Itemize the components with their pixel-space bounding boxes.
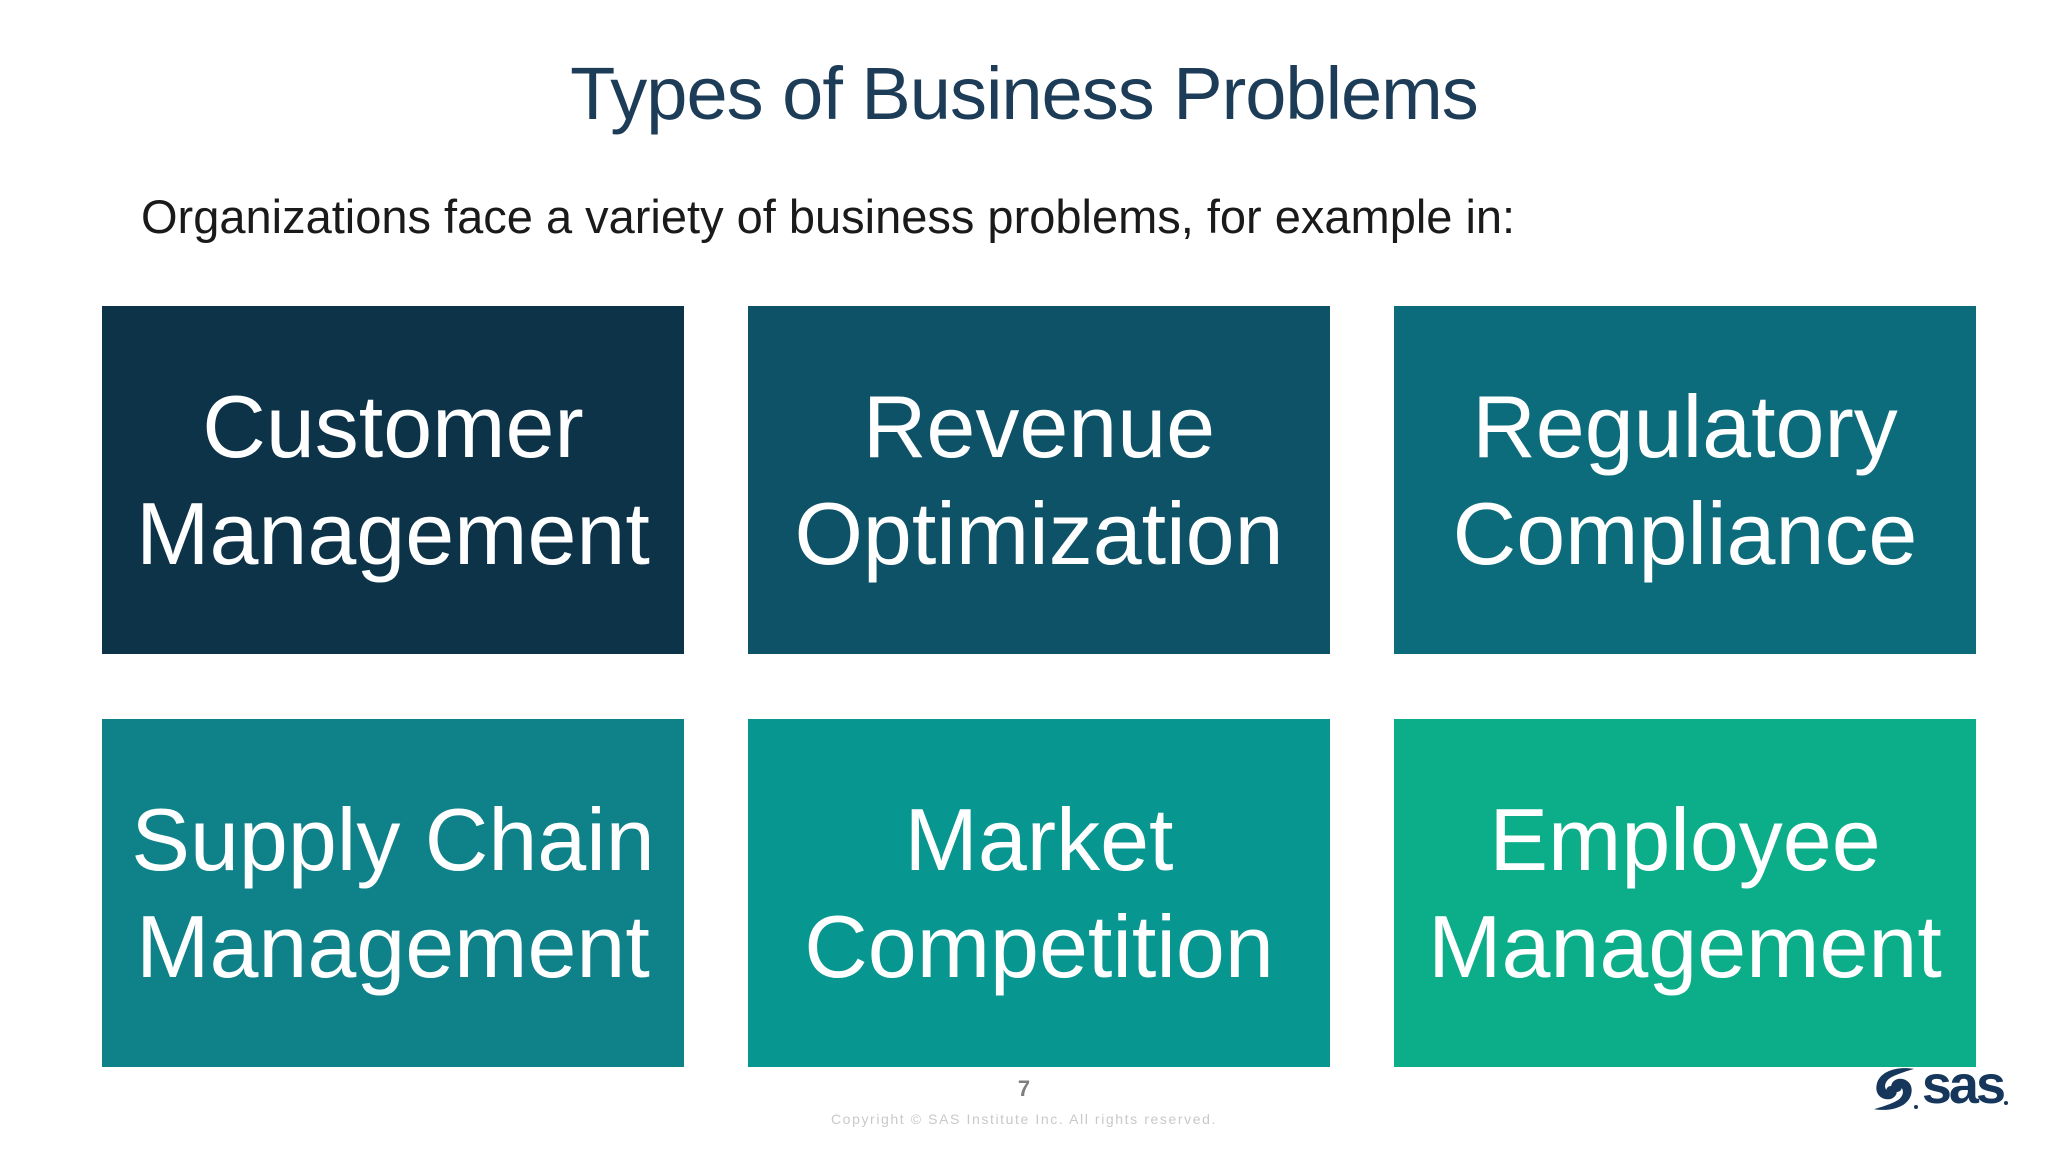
box-label-line: Management	[1428, 897, 1942, 996]
box-label-line: Compliance	[1452, 484, 1918, 583]
box-label-line: Employee	[1489, 789, 1881, 889]
box-label-line: Revenue	[862, 376, 1216, 476]
trademark-dot	[2004, 1101, 2008, 1105]
box-label-line: Regulatory	[1472, 376, 1898, 476]
sas-logo-text: sas	[1921, 1055, 2006, 1115]
slide-subtitle: Organizations face a variety of business…	[141, 190, 1516, 243]
box-label-line: Customer	[202, 376, 584, 476]
box-label-line: Competition	[804, 897, 1274, 996]
trademark-dot	[1913, 1105, 1918, 1109]
box-regulatory-compliance: Regulatory Compliance	[1394, 306, 1976, 654]
box-supply-chain-management: Supply Chain Management	[102, 719, 684, 1067]
copyright-notice: Copyright © SAS Institute Inc. All right…	[830, 1111, 1218, 1127]
box-revenue-optimization: Revenue Optimization	[748, 306, 1330, 654]
box-label-line: Management	[136, 897, 650, 996]
sas-logo: sas	[1871, 1058, 2008, 1114]
slide-title: Types of Business Problems	[570, 52, 1479, 135]
page-number: 7	[1017, 1076, 1031, 1101]
box-label-line: Optimization	[794, 484, 1284, 583]
sas-swirl-icon	[1873, 1068, 1915, 1110]
box-label-line: Management	[136, 484, 650, 583]
box-label-line: Market	[904, 789, 1174, 889]
box-label-line: Supply Chain	[131, 789, 655, 889]
box-market-competition: Market Competition	[748, 719, 1330, 1067]
business-problems-grid: Customer Management Revenue Optimization…	[102, 306, 1976, 1067]
box-customer-management: Customer Management	[102, 306, 684, 654]
box-employee-management: Employee Management	[1394, 719, 1976, 1067]
